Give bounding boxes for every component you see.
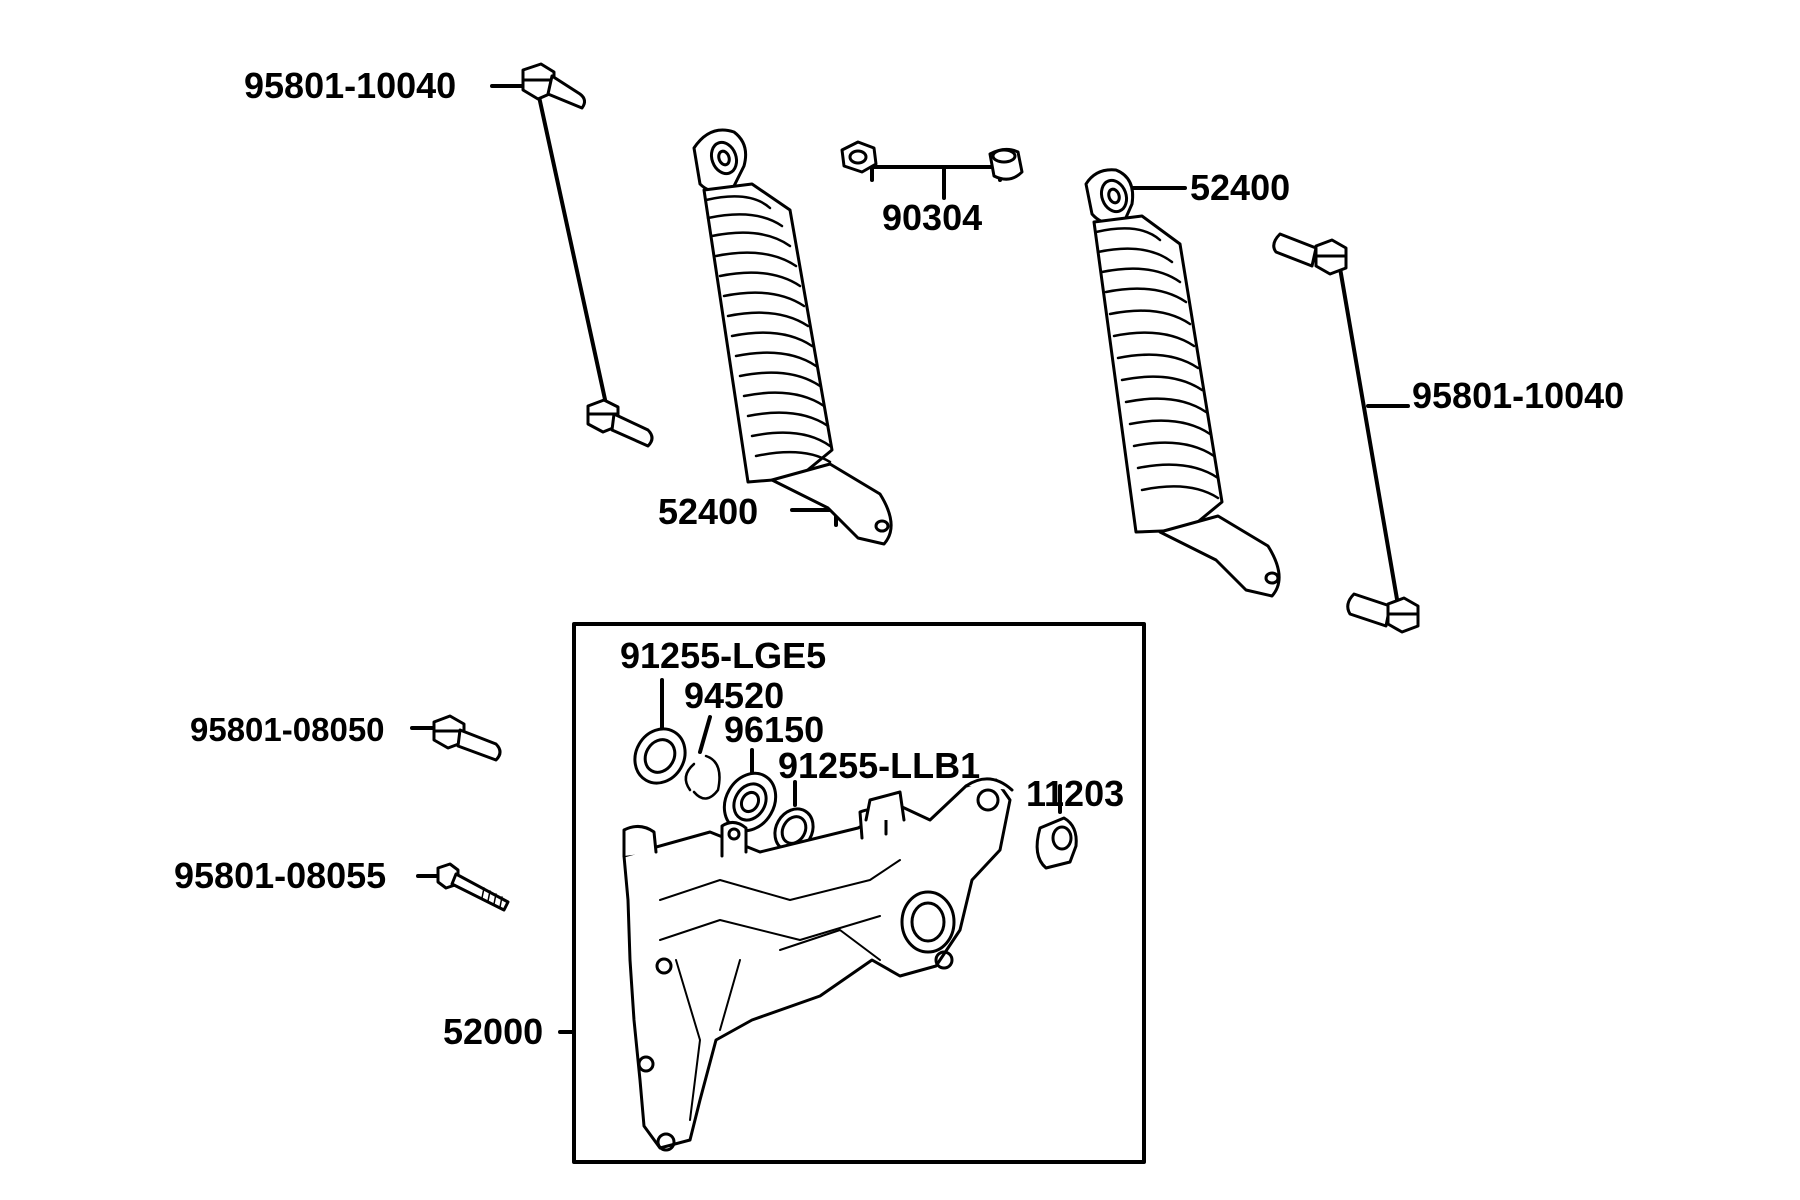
label-bolt-08050: 95801-08050 (190, 711, 385, 748)
bearing-96150 (722, 771, 778, 833)
bolt-top-left-upper (521, 62, 587, 110)
leader-lines (410, 84, 1410, 1034)
bolt-right-lower (1346, 592, 1420, 634)
oil-seal-91255-lge5 (633, 727, 687, 785)
label-nut-pair: 90304 (882, 197, 983, 238)
label-bolt-08055: 95801-08055 (174, 855, 387, 896)
label-circlip: 94520 (684, 675, 785, 716)
label-oil-seal: 91255-LGE5 (620, 635, 827, 676)
label-bolt-top-left: 95801-10040 (244, 65, 457, 106)
bolt-right-upper (1272, 232, 1348, 276)
bolt-95801-08050 (432, 714, 502, 762)
bolt-95801-08055 (436, 862, 510, 912)
bushing-11203 (1035, 816, 1078, 870)
nut-left (840, 140, 878, 174)
label-bearing: 96150 (724, 709, 825, 750)
label-swing-arm: 52000 (443, 1011, 544, 1052)
swing-arm-kit-frame (572, 622, 1146, 1164)
circlip-94520 (684, 754, 721, 800)
label-seal-small: 91255-LLB1 (778, 745, 981, 786)
nut-right (988, 147, 1024, 181)
shock-absorber-left (692, 128, 893, 546)
bolt-top-left-lower (586, 398, 654, 448)
label-bolt-right: 95801-10040 (1412, 375, 1625, 416)
swing-arm-52000 (622, 777, 1014, 1152)
label-shock-right-top: 52400 (1190, 167, 1291, 208)
shock-absorber-right (1084, 168, 1281, 598)
label-shock-left-bottom: 52400 (658, 491, 759, 532)
label-bushing: 11203 (1026, 773, 1125, 814)
